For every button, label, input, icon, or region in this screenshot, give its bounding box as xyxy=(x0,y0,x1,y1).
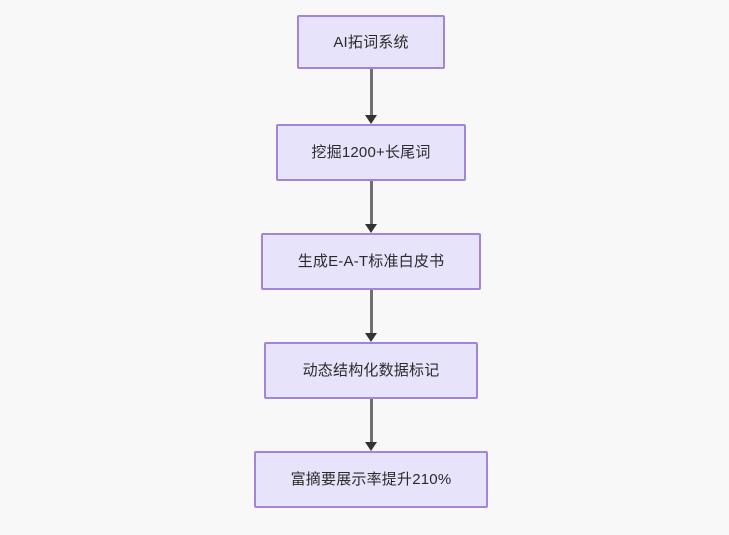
edge-line xyxy=(369,290,373,334)
flow-node-rich-snippet-rate-increase[interactable]: 富摘要展示率提升210% xyxy=(254,451,488,508)
flow-node-label: 生成E-A-T标准白皮书 xyxy=(297,253,445,270)
flow-node-dynamic-structured-data-markup[interactable]: 动态结构化数据标记 xyxy=(264,342,478,399)
flow-node-generate-eat-whitepaper[interactable]: 生成E-A-T标准白皮书 xyxy=(261,233,481,290)
edge-line xyxy=(369,69,373,116)
flow-node-label: AI拓词系统 xyxy=(333,33,409,51)
edge-line xyxy=(369,181,373,225)
flow-node-label: 挖掘1200+长尾词 xyxy=(311,144,431,161)
arrowhead-icon xyxy=(365,333,377,342)
edge-line xyxy=(369,399,373,443)
arrowhead-icon xyxy=(365,442,377,451)
arrowhead-icon xyxy=(365,115,377,124)
flow-node-ai-keyword-system[interactable]: AI拓词系统 xyxy=(297,15,445,69)
arrowhead-icon xyxy=(365,224,377,233)
flow-node-mine-longtail-keywords[interactable]: 挖掘1200+长尾词 xyxy=(276,124,466,181)
flow-node-label: 动态结构化数据标记 xyxy=(302,362,440,379)
flow-node-label: 富摘要展示率提升210% xyxy=(290,471,452,488)
